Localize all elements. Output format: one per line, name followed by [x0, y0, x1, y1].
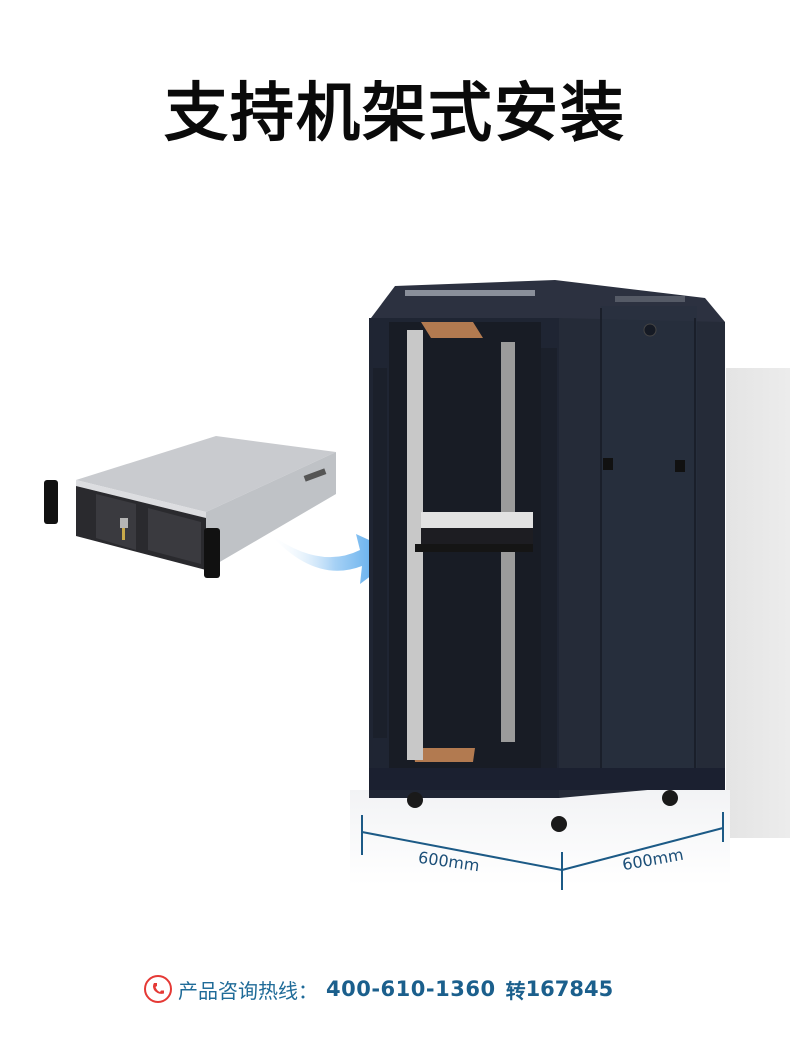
rack-cabinet-image [369, 280, 725, 832]
extension-number: 167845 [525, 977, 614, 1001]
extension-label: 转 [505, 978, 526, 1003]
back-wall [726, 368, 790, 838]
hotline-bar: 产品咨询热线： 400-610-1360 转 167845 [144, 972, 613, 1006]
hotline-phone-number[interactable]: 400-610-1360 [326, 977, 496, 1001]
page-title: 支持机架式安装 [164, 77, 626, 151]
phone-icon [144, 975, 172, 1003]
dimension-lines [361, 812, 724, 890]
hotline-label: 产品咨询热线： [178, 978, 318, 1003]
insert-arrow-icon [270, 534, 400, 584]
server-chassis-image [44, 436, 336, 578]
